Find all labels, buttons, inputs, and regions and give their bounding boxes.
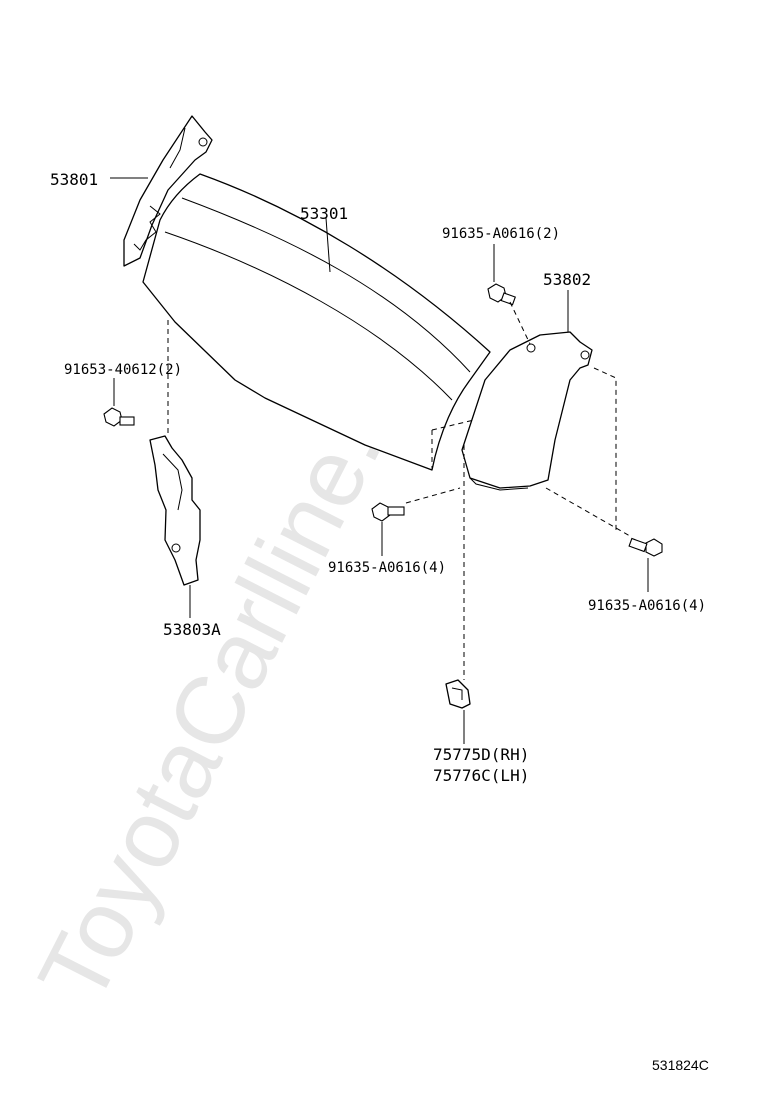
bolt-91635-right-icon	[628, 537, 663, 557]
label-75776C: 75776C(LH)	[433, 766, 529, 785]
label-53803A: 53803A	[163, 620, 221, 639]
part-53803A-bracket	[149, 435, 201, 586]
label-91635-right: 91635-A0616(4)	[588, 598, 706, 614]
bolt-91653-icon	[103, 407, 135, 427]
part-53301-panel	[142, 173, 491, 471]
label-53801: 53801	[50, 170, 98, 189]
part-53801-strip	[123, 115, 213, 267]
bolt-91635-mid-icon	[371, 502, 405, 522]
label-53301: 53301	[300, 204, 348, 223]
diagram-id: 531824C	[652, 1057, 709, 1073]
part-75775D-clip	[445, 679, 471, 709]
part-53802-corner	[461, 331, 593, 491]
label-53802: 53802	[543, 270, 591, 289]
leader-lines	[110, 177, 649, 744]
label-75775D: 75775D(RH)	[433, 745, 529, 764]
label-91635-mid: 91635-A0616(4)	[328, 560, 446, 576]
label-91653: 91653-40612(2)	[64, 362, 182, 378]
bolt-91635-top-icon	[487, 283, 516, 306]
assembly-lines	[167, 301, 631, 680]
label-91635-top: 91635-A0616(2)	[442, 226, 560, 242]
